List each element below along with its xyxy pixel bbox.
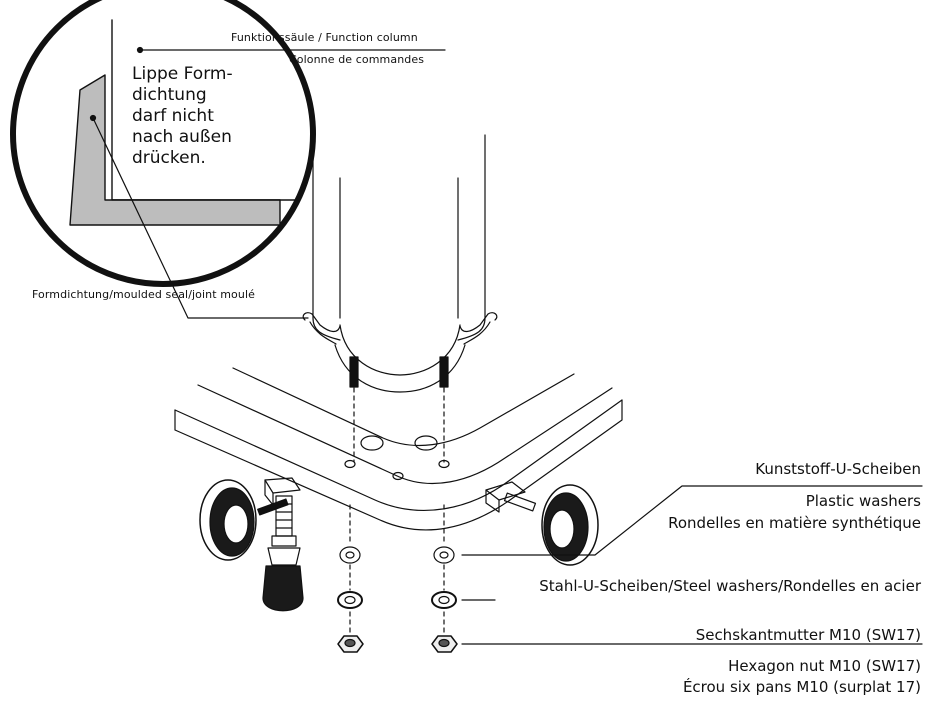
hex-nut-left xyxy=(337,635,364,653)
hex-nut-label-fr: Écrou six pans M10 (surplat 17) xyxy=(682,678,921,696)
plastic-washer-left xyxy=(339,546,361,564)
leveling-foot xyxy=(262,477,304,612)
plastic-washers-label-fr: Rondelles en matière synthétique xyxy=(668,514,921,532)
plastic-washers-label-de: Kunststoff-U-Scheiben xyxy=(755,460,921,478)
moulded-seal-label: Formdichtung/moulded seal/joint moulé xyxy=(32,288,255,301)
hex-nut-right xyxy=(431,635,458,653)
steel-washer-right xyxy=(431,591,457,609)
detail-magnifier xyxy=(10,0,316,287)
function-column xyxy=(302,134,498,393)
seal-warning-note: Lippe Form- dichtung darf nicht nach auß… xyxy=(132,64,233,168)
threaded-stud-left xyxy=(349,356,359,388)
plastic-washers-label-en: Plastic washers xyxy=(805,492,921,510)
plate-hole xyxy=(414,435,438,451)
threaded-stud-right xyxy=(439,356,449,388)
function-column-label-fr: Colonne de commandes xyxy=(289,53,425,66)
plastic-washer-right xyxy=(433,546,455,564)
steel-washer-left xyxy=(337,591,363,609)
caster-wheel-right xyxy=(485,481,599,566)
caster-wheel-left xyxy=(199,479,289,561)
hex-nut-label-en: Hexagon nut M10 (SW17) xyxy=(728,657,921,675)
hex-nut-label-de: Sechskantmutter M10 (SW17) xyxy=(695,626,921,644)
plate-hole xyxy=(360,435,384,451)
function-column-label-de-en: Funktionssäule / Function column xyxy=(231,31,418,44)
steel-washers-label: Stahl-U-Scheiben/Steel washers/Rondelles… xyxy=(539,577,921,595)
